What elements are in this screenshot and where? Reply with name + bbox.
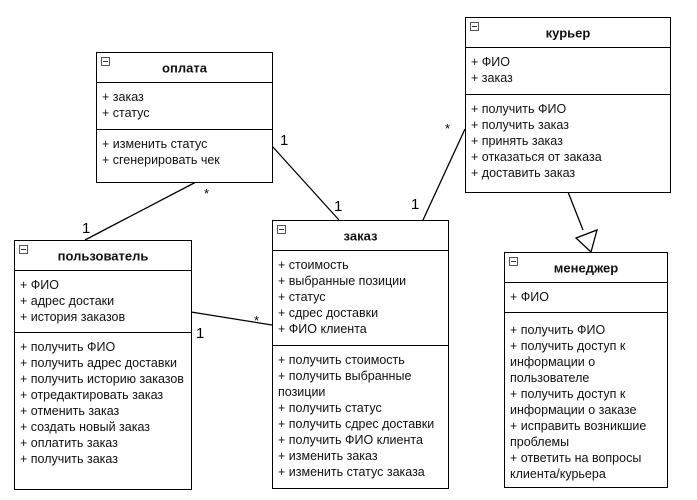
collapse-icon[interactable] [509,257,518,266]
operation: + получить ФИО [471,102,567,116]
operation: + получить заказ [20,452,118,466]
class-operations: + получить ФИО + получить адрес доставки… [15,333,191,471]
class-oplata[interactable]: оплата + заказ + статус + изменить стату… [96,52,273,183]
attribute: + сдрес доставки [278,306,379,320]
attribute: + ФИО [20,278,59,292]
class-attributes: + заказ + статус [97,83,272,130]
multiplicity-label: * [445,121,451,136]
operation: + получить ФИО [510,323,606,337]
attribute: + стоимость [278,258,349,272]
operation: + получить ФИО [20,340,116,354]
class-attributes: + стоимость + выбранные позиции + статус… [273,251,448,346]
collapse-icon[interactable] [470,22,479,31]
operation: + отказаться от заказа [471,150,602,164]
class-title: пользователь [57,248,149,263]
operation: + изменить статус [102,137,208,151]
attribute: + заказ [471,71,513,85]
class-header: пользователь [15,241,191,271]
operation: + доставить заказ [471,166,576,180]
multiplicity-label: 1 [82,220,91,237]
operation: + получить ФИО клиента [278,433,423,447]
generalization-arrowhead-icon [574,228,598,254]
operation: + получить историю заказов [20,372,184,386]
attribute: + статус [102,106,150,120]
attribute: + статус [278,290,326,304]
operation: + получить адрес доставки [20,356,177,370]
operation: + изменить заказ [278,449,378,463]
operation: + отредактировать заказ [20,388,164,402]
class-header: оплата [97,53,272,83]
operation: + оплатить заказ [20,436,118,450]
class-menedzher[interactable]: менеджер + ФИО + получить ФИО + получить… [504,252,668,488]
multiplicity-label: 1 [334,198,343,215]
association-oplata-zakaz [271,145,340,221]
operation: + получить статус [278,401,382,415]
class-kurer[interactable]: курьер + ФИО + заказ + получить ФИО + по… [465,17,671,193]
class-header: менеджер [505,253,667,283]
attribute: + история заказов [20,310,126,324]
operation: + получить заказ [471,118,569,132]
association-polzovatel-zakaz [190,311,273,326]
association-kurer-zakaz [422,128,466,221]
operation: + сгенерировать чек [102,153,220,167]
multiplicity-label: * [254,313,260,328]
class-title: оплата [162,60,207,75]
operation: + получить выбранные позиции [278,369,412,399]
operation: + получить доступ к информации о пользов… [510,339,626,385]
operation: + изменить статус заказа [278,465,425,479]
operation: + отменить заказ [20,404,120,418]
generalization-kurer-menedzher [567,191,584,231]
attribute: + ФИО [471,55,510,69]
operation: + принять заказ [471,134,563,148]
class-attributes: + ФИО + адрес достаки + история заказов [15,271,191,333]
class-zakaz[interactable]: заказ + стоимость + выбранные позиции + … [272,220,449,489]
class-attributes: + ФИО + заказ [466,48,670,95]
multiplicity-label: 1 [196,325,205,342]
class-title: заказ [343,228,378,243]
operation: + получить доступ к информации о заказе [510,387,637,417]
class-polzovatel[interactable]: пользователь + ФИО + адрес достаки + ист… [14,240,192,490]
class-operations: + получить ФИО + получить заказ + принят… [466,95,670,185]
collapse-icon[interactable] [101,57,110,66]
collapse-icon[interactable] [19,245,28,254]
attribute: + выбранные позиции [278,274,407,288]
attribute: + заказ [102,90,144,104]
class-header: заказ [273,221,448,251]
attribute: + ФИО [510,290,549,304]
attribute: + адрес достаки [20,294,115,308]
multiplicity-label: * [204,186,210,201]
operation: + исправить возникшие проблемы [510,419,647,449]
operation: + получить сдрес доставки [278,417,435,431]
operation: + создать новый заказ [20,420,151,434]
collapse-icon[interactable] [277,225,286,234]
class-title: менеджер [553,260,619,275]
class-operations: + получить ФИО + получить доступ к инфор… [505,313,667,486]
multiplicity-label: 1 [411,196,420,213]
class-attributes: + ФИО [505,283,667,313]
class-title: курьер [545,25,591,40]
attribute: + ФИО клиента [278,322,367,336]
association-oplata-polzovatel [84,181,197,241]
multiplicity-label: 1 [280,132,289,149]
class-operations: + получить стоимость + получить выбранны… [273,346,448,484]
class-operations: + изменить статус + сгенерировать чек [97,130,272,172]
operation: + ответить на вопросы клиента/курьера [510,451,642,481]
class-header: курьер [466,18,670,48]
operation: + получить стоимость [278,353,405,367]
